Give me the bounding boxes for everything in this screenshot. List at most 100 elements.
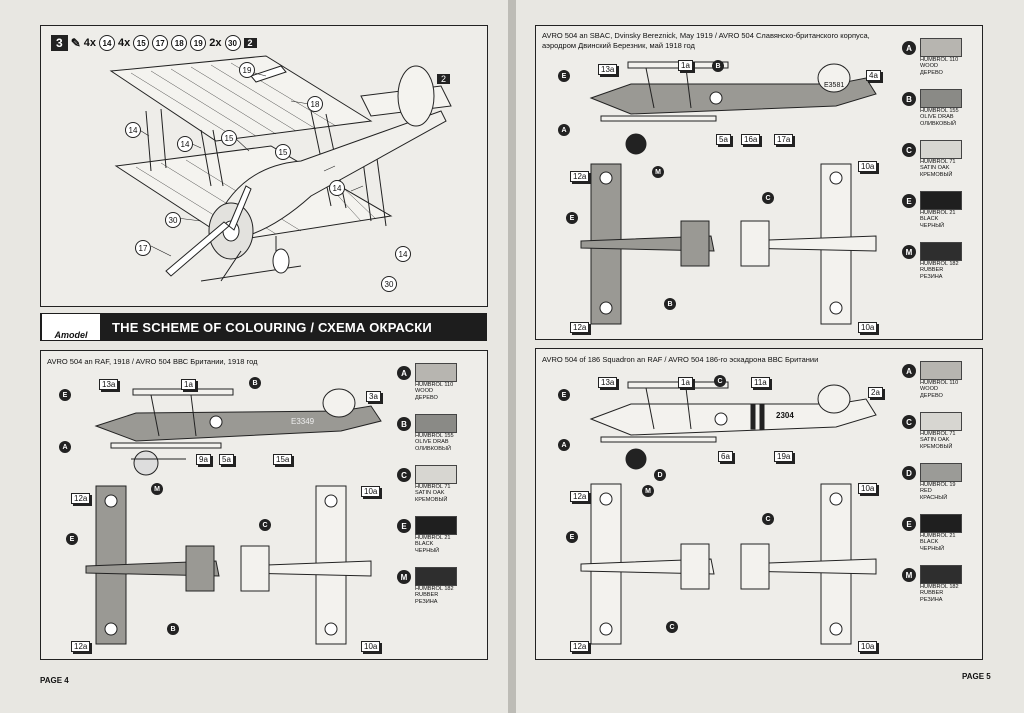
serial-marking: E3581 <box>824 82 845 89</box>
part-callout: 17 <box>152 35 169 51</box>
decal-callout: 12a <box>570 491 590 502</box>
color-swatch <box>920 140 962 159</box>
decal-callout: 10a <box>858 483 878 494</box>
amodel-logo: Amodel <box>42 314 100 340</box>
paint-marker: M <box>652 166 664 178</box>
part-callout: 15 <box>133 35 150 51</box>
paint-marker: A <box>558 124 570 136</box>
paint-marker: E <box>66 533 78 545</box>
decal-callout: 1a <box>678 60 693 71</box>
part-callout: 14 <box>395 246 411 262</box>
legend-key: A <box>902 41 916 55</box>
decal-callout: 15a <box>273 454 293 465</box>
legend-key: E <box>397 519 411 533</box>
paint-marker: E <box>566 212 578 224</box>
decal-callout: 4a <box>866 70 881 81</box>
decal-callout: 9a <box>196 454 211 465</box>
decal-callout: 3a <box>366 391 381 402</box>
qty-1: 4x <box>83 37 96 49</box>
assembly-step-box: 3 ✎ 4x 14 4x 15 17 18 19 2x 30 2 <box>40 25 488 307</box>
legend-key: D <box>902 466 916 480</box>
profile-side-view <box>85 388 382 645</box>
paint-marker: E <box>59 389 71 401</box>
part-callout: 15 <box>275 144 291 160</box>
decal-callout: 1a <box>181 379 196 390</box>
color-swatch <box>415 567 457 586</box>
color-swatch <box>920 514 962 533</box>
color-swatch <box>415 516 457 535</box>
decal-callout: 10a <box>858 161 878 172</box>
part-callout: 14 <box>99 35 115 51</box>
scheme-box-3: AVRO 504 of 186 Squadron an RAF / AVRO 5… <box>535 348 983 660</box>
part-callout: 14 <box>177 136 193 152</box>
scheme-box-2: AVRO 504 an SBAC, Dvinsky Bereznick, May… <box>535 25 983 340</box>
color-swatch <box>920 463 962 482</box>
spine <box>508 0 516 713</box>
legend-key: C <box>397 468 411 482</box>
paint-marker: A <box>59 441 71 453</box>
legend-key: C <box>902 143 916 157</box>
decal-callout: 13a <box>598 64 618 75</box>
decal-callout: 13a <box>598 377 618 388</box>
serial-marking: 2304 <box>776 411 794 420</box>
paint-marker: B <box>664 298 676 310</box>
legend-key: A <box>397 366 411 380</box>
legend-key: E <box>902 194 916 208</box>
part-callout: 14 <box>329 180 345 196</box>
decal-callout: 13a <box>99 379 119 390</box>
legend-key: M <box>397 570 411 584</box>
diagram-badge: 2 <box>437 74 451 84</box>
page-number-left: PAGE 4 <box>40 676 69 685</box>
paint-marker: B <box>167 623 179 635</box>
decal-callout: 6a <box>718 451 733 462</box>
part-callout: 17 <box>135 240 151 256</box>
decal-callout: 16a <box>741 134 761 145</box>
part-callout: 19 <box>239 62 255 78</box>
decal-callout: 19a <box>774 451 794 462</box>
legend-key: E <box>902 517 916 531</box>
decal-callout: 2a <box>868 387 883 398</box>
part-callout: 18 <box>307 96 323 112</box>
decal-callout: 10a <box>858 322 878 333</box>
decal-callout: 12a <box>570 641 590 652</box>
part-callout: 18 <box>171 35 188 51</box>
part-callout: 15 <box>221 130 237 146</box>
color-swatch <box>920 191 962 210</box>
color-swatch <box>920 361 962 380</box>
decal-callout: 17a <box>774 134 794 145</box>
part-callout: 19 <box>190 35 207 51</box>
glue-icon: ✎ <box>70 36 81 50</box>
legend-key: M <box>902 568 916 582</box>
decal-callout: 12a <box>71 641 91 652</box>
paint-marker: B <box>249 377 261 389</box>
legend-key: C <box>902 415 916 429</box>
part-callout: 30 <box>381 276 397 292</box>
decal-callout: 10a <box>858 641 878 652</box>
paint-marker: E <box>558 389 570 401</box>
profile-side-view <box>580 61 877 325</box>
paint-marker: C <box>666 621 678 633</box>
color-swatch <box>415 465 457 484</box>
legend-key: M <box>902 245 916 259</box>
decal-callout: 12a <box>570 171 590 182</box>
